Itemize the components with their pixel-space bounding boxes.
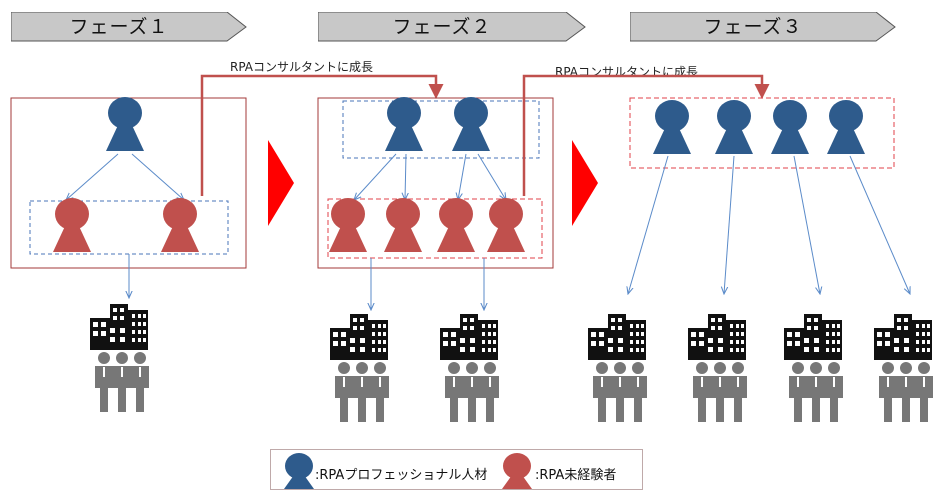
phase-3-label: フェーズ３ (703, 16, 803, 38)
legend-professional-label: :RPAプロフェッショナル人材 (315, 468, 488, 483)
growth-arrow-2 (522, 74, 770, 196)
growth-label-1: RPAコンサルタントに成長 (230, 60, 374, 74)
buildings-and-people-icon (784, 314, 843, 422)
phase-2-org (317, 97, 554, 310)
buildings-and-people-icon (440, 314, 499, 422)
phase-2-label: フェーズ２ (392, 16, 492, 38)
phase-arrow-shape (11, 12, 247, 42)
phase-2-header: フェーズ２ (318, 12, 586, 42)
phase-1-label: フェーズ１ (69, 16, 169, 38)
person-icon (502, 453, 532, 489)
phase-arrow-shape (318, 12, 586, 42)
growth-arrow-1 (200, 74, 444, 196)
legend: :RPAプロフェッショナル人材 :RPA未経験者 (270, 449, 643, 490)
person-icon (284, 453, 314, 489)
phase-1-header: フェーズ１ (11, 12, 247, 42)
legend-inexperienced-label: :RPA未経験者 (535, 468, 617, 483)
buildings-and-people-icon (90, 304, 149, 412)
phase-arrow-shape (630, 12, 896, 42)
transition-arrow-2 (572, 140, 598, 226)
phase-3-org (628, 97, 910, 294)
buildings-and-people-icon (688, 314, 747, 422)
phase-1-org (10, 97, 247, 298)
buildings-and-people-icon (330, 314, 389, 422)
transition-arrow-1 (268, 140, 294, 226)
buildings-and-people-icon (874, 314, 933, 422)
phase-3-header: フェーズ３ (630, 12, 896, 42)
buildings-and-people-icon (588, 314, 647, 422)
